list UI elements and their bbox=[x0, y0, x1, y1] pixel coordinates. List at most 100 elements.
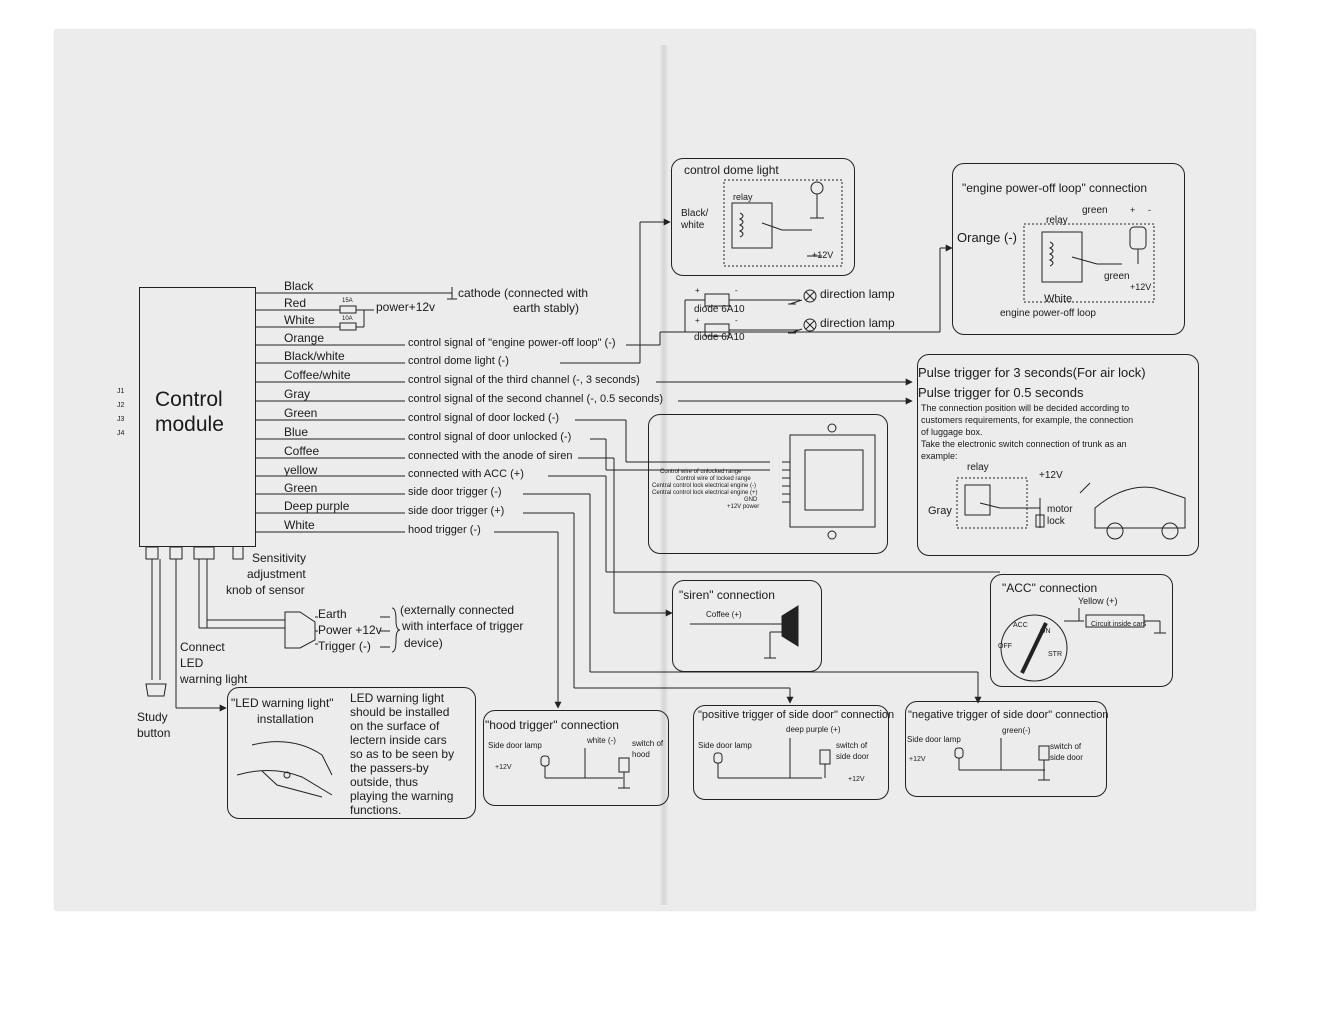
trigger-note-2: with interface of trigger bbox=[402, 619, 524, 633]
pulse-text-2: customers requirements, for example, the… bbox=[921, 415, 1134, 425]
pulse-gray: Gray bbox=[928, 505, 952, 517]
central-lock-box bbox=[648, 414, 888, 554]
wire-color-7: Gray bbox=[284, 387, 311, 401]
wire-desc-7: control signal of the second channel (-,… bbox=[408, 393, 663, 405]
acc-circuit: Circuit inside cars bbox=[1091, 621, 1147, 628]
engine-white: White bbox=[1044, 293, 1073, 305]
sensitivity-3: knob of sensor bbox=[226, 583, 305, 597]
wire-color-1: Black bbox=[284, 279, 314, 293]
pos-12v: +12V bbox=[848, 776, 865, 783]
wire-desc-5: control dome light (-) bbox=[408, 355, 509, 367]
lock-label-4: Central control lock electrical engine (… bbox=[652, 490, 758, 496]
pulse-line-2: Pulse trigger for 0.5 seconds bbox=[918, 385, 1084, 400]
lock-label-2: Control wire of locked range bbox=[676, 476, 751, 482]
dome-wire-1: Black/ bbox=[681, 208, 709, 219]
cathode-label-2: earth stably) bbox=[513, 301, 580, 315]
pos-title: "positive trigger of side door" connecti… bbox=[698, 709, 895, 721]
engine-relay: relay bbox=[1046, 215, 1068, 226]
wire-color-10: Coffee bbox=[284, 444, 320, 458]
diode-minus-2: - bbox=[735, 316, 738, 325]
neg-lamp: Side door lamp bbox=[907, 735, 961, 744]
dome-title: control dome light bbox=[684, 163, 779, 177]
cathode-label: cathode (connected with bbox=[458, 286, 589, 300]
acc-pos-str: STR bbox=[1048, 651, 1062, 658]
wire-color-2: Red bbox=[284, 296, 307, 310]
negative-side-door-box bbox=[905, 701, 1107, 797]
acc-pos-off: OFF bbox=[998, 643, 1012, 650]
trunk-circuit bbox=[956, 477, 1186, 540]
hood-12v: +12V bbox=[495, 764, 512, 771]
siren-box bbox=[672, 580, 822, 672]
wire-desc-13: side door trigger (+) bbox=[408, 505, 505, 517]
dome-light-box bbox=[671, 158, 855, 276]
lock-label-1: Control wire of unlocked range bbox=[660, 469, 742, 475]
neg-switch-2: side door bbox=[1050, 753, 1083, 762]
diode-plus-2: + bbox=[695, 316, 700, 325]
lock-label-3: Central control lock electrical engine (… bbox=[652, 483, 757, 489]
jumper-j2: J2 bbox=[117, 402, 125, 409]
wire-desc-4: control signal of "engine power-off loop… bbox=[408, 337, 616, 349]
diode-minus-1: - bbox=[735, 286, 738, 295]
wire-color-8: Green bbox=[284, 406, 318, 420]
central-lock-module bbox=[782, 423, 876, 540]
wire-color-4: Orange bbox=[284, 331, 325, 345]
led-title-1: "LED warning light" bbox=[231, 696, 334, 710]
engine-plus: + bbox=[1130, 205, 1136, 215]
wire-desc-9: control signal of door unlocked (-) bbox=[408, 431, 572, 443]
acc-box bbox=[990, 574, 1173, 687]
pulse-12v: +12V bbox=[1039, 470, 1063, 481]
led-desc-1: LED warning light bbox=[350, 691, 445, 705]
wire-color-14: White bbox=[284, 518, 315, 532]
engine-caption: engine power-off loop bbox=[1000, 308, 1096, 319]
wire-desc-14: hood trigger (-) bbox=[408, 524, 481, 536]
dome-relay-circuit bbox=[723, 179, 843, 267]
connect-led-2: LED bbox=[180, 656, 204, 670]
lock-label-5: GND bbox=[744, 497, 758, 503]
direction-lamp-1: direction lamp bbox=[820, 287, 895, 301]
hood-circuit bbox=[540, 748, 630, 789]
hood-switch-2: hood bbox=[632, 750, 650, 759]
acc-pos-acc: ACC bbox=[1013, 622, 1028, 629]
study-label-1: Study bbox=[137, 710, 168, 724]
neg-side-circuit bbox=[954, 738, 1050, 781]
engine-minus: - bbox=[1148, 205, 1151, 215]
fuse-10a: 10A bbox=[342, 316, 353, 322]
pos-lamp: Side door lamp bbox=[698, 741, 752, 750]
siren-icon bbox=[690, 605, 799, 659]
wire-desc-8: control signal of door locked (-) bbox=[408, 412, 560, 424]
dome-wire-2: white bbox=[681, 220, 705, 231]
neg-12v: +12V bbox=[909, 756, 926, 763]
led-desc-2: should be installed bbox=[350, 705, 450, 719]
trigger-note-3: device) bbox=[404, 636, 443, 650]
pulse-line-1: Pulse trigger for 3 seconds(For air lock… bbox=[918, 365, 1146, 380]
diode-label-2: diode 6A10 bbox=[694, 332, 745, 343]
led-desc-5: so as to be seen by bbox=[350, 747, 455, 761]
engine-title: "engine power-off loop" connection bbox=[962, 181, 1148, 195]
siren-title: "siren" connection bbox=[679, 588, 775, 602]
fuse-15a: 15A bbox=[342, 298, 353, 304]
siren-wire: Coffee (+) bbox=[706, 610, 742, 619]
led-desc-7: outside, thus bbox=[350, 775, 419, 789]
dome-12v: +12V bbox=[812, 250, 834, 260]
pos-wire: deep purple (+) bbox=[786, 725, 841, 734]
pulse-motor-2: lock bbox=[1047, 516, 1065, 527]
wire-desc-10: connected with the anode of siren bbox=[408, 450, 573, 462]
wire-color-11: yellow bbox=[284, 463, 318, 477]
sensitivity-2: adjustment bbox=[247, 567, 306, 581]
pulse-text-3: of luggage box. bbox=[921, 427, 983, 437]
pulse-text-5: example: bbox=[921, 451, 958, 461]
pulse-text-4: Take the electronic switch connection of… bbox=[921, 439, 1127, 449]
engine-green-1: green bbox=[1082, 205, 1108, 216]
dome-relay: relay bbox=[733, 192, 753, 202]
led-installation-box bbox=[227, 687, 476, 819]
wire-color-3: White bbox=[284, 313, 315, 327]
control-module-box bbox=[139, 287, 256, 547]
page-fold bbox=[660, 45, 668, 905]
acc-pos-on: ON bbox=[1040, 628, 1051, 635]
wire-desc-11: connected with ACC (+) bbox=[408, 468, 524, 480]
acc-wire: Yellow (+) bbox=[1078, 596, 1118, 606]
neg-switch-1: switch of bbox=[1050, 742, 1082, 751]
led-desc-3: on the surface of bbox=[350, 719, 440, 733]
wire-color-12: Green bbox=[284, 481, 318, 495]
